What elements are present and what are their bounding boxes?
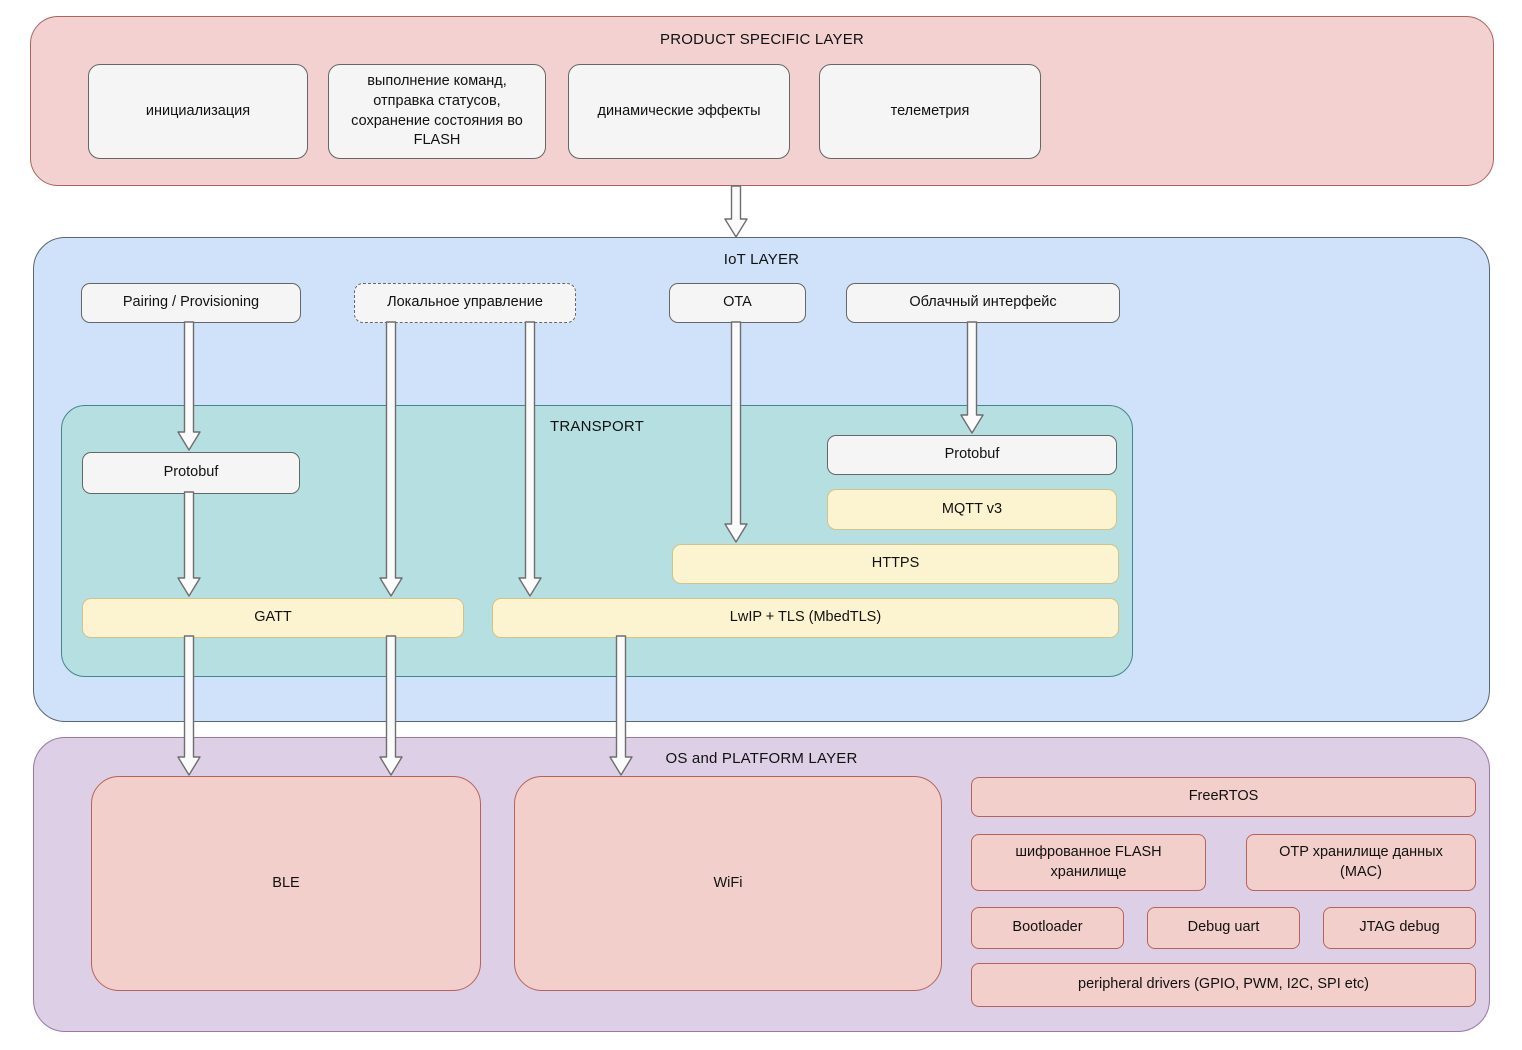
box-bootloader: Bootloader	[971, 907, 1124, 949]
box-ble: BLE	[91, 776, 481, 991]
iot-layer: IoT LAYER Pairing / Provisioning Локальн…	[33, 237, 1490, 722]
box-encrypted-flash-storage: шифрованное FLASH хранилище	[971, 834, 1206, 891]
product-layer-title: PRODUCT SPECIFIC LAYER	[660, 31, 864, 48]
transport-group: TRANSPORT Protobuf Protobuf MQTT v3 HTTP…	[61, 405, 1133, 677]
box-pairing-provisioning: Pairing / Provisioning	[81, 283, 301, 323]
os-platform-layer: OS and PLATFORM LAYER BLE WiFi FreeRTOS …	[33, 737, 1490, 1032]
transport-title: TRANSPORT	[549, 418, 645, 435]
box-initialization: инициализация	[88, 64, 308, 159]
box-local-control: Локальное управление	[354, 283, 576, 323]
box-cloud-interface: Облачный интерфейс	[846, 283, 1120, 323]
box-otp-storage: OTP хранилище данных (MAC)	[1246, 834, 1476, 891]
box-command-execution: выполнение команд, отправка статусов, со…	[328, 64, 546, 159]
product-specific-layer: PRODUCT SPECIFIC LAYER инициализация вып…	[30, 16, 1494, 186]
box-jtag-debug: JTAG debug	[1323, 907, 1476, 949]
box-https: HTTPS	[672, 544, 1119, 584]
box-peripheral-drivers: peripheral drivers (GPIO, PWM, I2C, SPI …	[971, 963, 1476, 1007]
box-protobuf-ble: Protobuf	[82, 452, 300, 494]
box-debug-uart: Debug uart	[1147, 907, 1300, 949]
box-mqtt-v3: MQTT v3	[827, 489, 1117, 530]
arrow-product-to-iot	[724, 185, 748, 238]
box-wifi: WiFi	[514, 776, 942, 991]
os-layer-title: OS and PLATFORM LAYER	[665, 750, 858, 767]
box-gatt: GATT	[82, 598, 464, 638]
box-ota: OTA	[669, 283, 806, 323]
box-lwip-tls: LwIP + TLS (MbedTLS)	[492, 598, 1119, 638]
box-telemetry: телеметрия	[819, 64, 1041, 159]
iot-layer-title: IoT LAYER	[723, 251, 800, 268]
box-protobuf-cloud: Protobuf	[827, 435, 1117, 475]
box-dynamic-effects: динамические эффекты	[568, 64, 790, 159]
box-freertos: FreeRTOS	[971, 777, 1476, 817]
